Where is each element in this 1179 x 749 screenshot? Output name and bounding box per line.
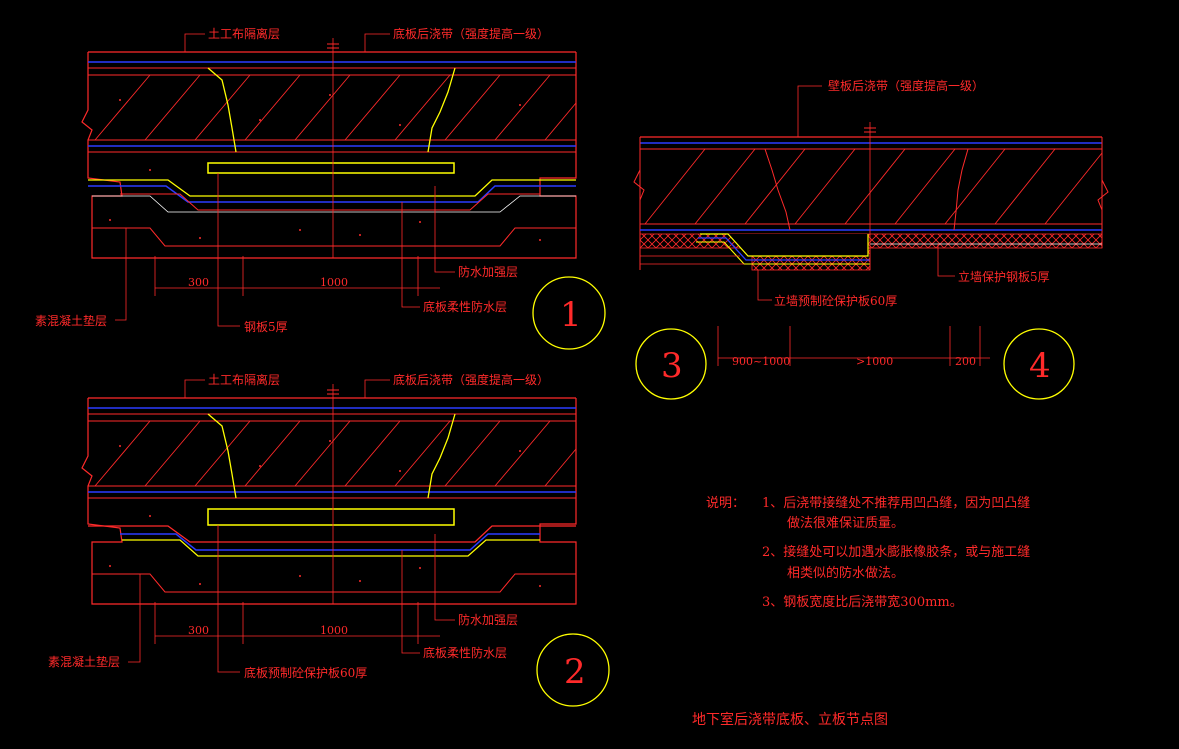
d1-label-post-cast-strip: 底板后浇带（强度提高一级） — [393, 26, 549, 41]
d1-label-waterproof-reinforce: 防水加强层 — [458, 264, 518, 279]
d4-number: 4 — [1029, 346, 1051, 386]
d2-label-precast-plate: 底板预制砼保护板60厚 — [244, 665, 367, 680]
d1-dim-1000: 1000 — [320, 276, 348, 289]
d2-label-post-cast-strip: 底板后浇带（强度提高一级） — [393, 372, 549, 387]
note-3: 3、钢板宽度比后浇带宽300mm。 — [762, 594, 963, 610]
d2-label-geotextile: 土工布隔离层 — [208, 372, 280, 387]
detail-3-4 — [633, 85, 1109, 400]
note-1b: 做法很难保证质量。 — [787, 516, 904, 531]
detail-2 — [81, 379, 610, 707]
d2-label-waterproof-reinforce: 防水加强层 — [458, 612, 518, 627]
d2-label-flexible-waterproof: 底板柔性防水层 — [423, 645, 507, 660]
d2-label-cushion: 素混凝土垫层 — [48, 654, 120, 669]
drawing-title: 地下室后浇带底板、立板节点图 — [692, 711, 888, 728]
note-2a: 2、接缝处可以加遇水膨胀橡胶条，或与施工缝 — [762, 544, 1030, 560]
d2-dim-1000: 1000 — [320, 624, 348, 637]
d1-label-geotextile: 土工布隔离层 — [208, 26, 280, 41]
d34-dim-gt1000: >1000 — [856, 355, 893, 368]
note-2b: 相类似的防水做法。 — [787, 565, 904, 581]
d1-number: 1 — [560, 295, 582, 335]
d1-label-flexible-waterproof: 底板柔性防水层 — [423, 299, 507, 314]
d2-number: 2 — [564, 652, 586, 692]
d34-label-wall-precast: 立墙预制砼保护板60厚 — [774, 293, 897, 308]
d1-label-plate: 钢板5厚 — [244, 320, 288, 334]
d34-dim-200: 200 — [955, 355, 976, 368]
detail-1 — [81, 33, 606, 350]
d2-dim-300: 300 — [188, 624, 209, 637]
d1-label-cushion: 素混凝土垫层 — [35, 313, 107, 328]
d34-label-wall-post-cast: 壁板后浇带（强度提高一级） — [828, 78, 984, 93]
d34-label-wall-steel-plate: 立墙保护钢板5厚 — [958, 269, 1050, 284]
d34-dim-900-1000: 900~1000 — [732, 355, 790, 368]
d3-number: 3 — [661, 346, 683, 386]
note-1a: 1、后浇带接缝处不推荐用凹凸缝，因为凹凸缝 — [762, 495, 1030, 511]
notes-heading: 说明： — [706, 496, 745, 511]
d1-dim-300: 300 — [188, 276, 209, 289]
